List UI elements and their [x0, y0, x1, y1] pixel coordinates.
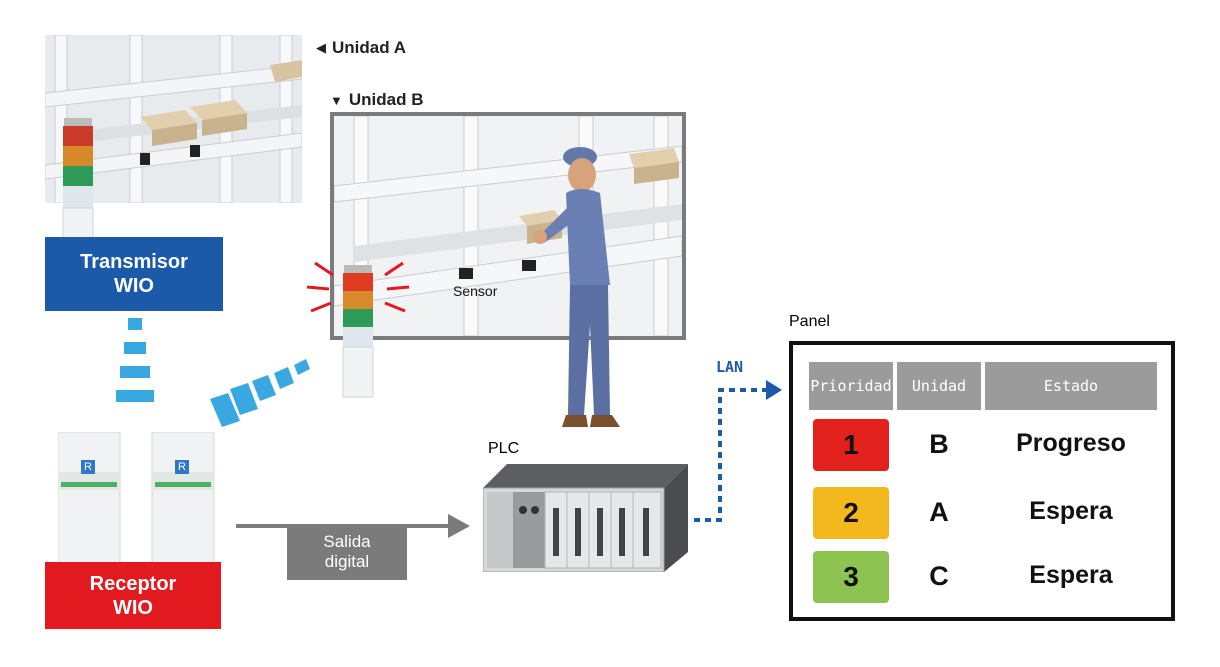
row3-unit: C — [929, 561, 949, 591]
salida-line2: digital — [324, 552, 370, 571]
priority-badge-2: 2 — [813, 487, 889, 539]
wireless-signal-diagonal-icon — [210, 359, 310, 427]
row2-unit: A — [929, 497, 949, 527]
rack-a-illustration — [45, 35, 302, 203]
wireless-signal-vertical-icon — [116, 318, 154, 402]
triangle-down-icon: ▼ — [330, 92, 343, 108]
receptor-towers — [58, 432, 215, 564]
row1-unit: B — [929, 429, 949, 459]
row1-status: Progreso — [1016, 429, 1126, 457]
lan-label: LAN — [716, 358, 744, 376]
unit-b-label: ▼ Unidad B — [330, 90, 424, 109]
plc-device — [483, 464, 688, 572]
unit-a-scene — [45, 35, 302, 203]
panel-label: Panel — [789, 313, 830, 330]
panel-display: Prioridad Unidad Estado 1 B Progreso 2 A… — [789, 341, 1175, 621]
transmisor-wio-box: Transmisor WIO — [45, 237, 223, 311]
receptor-line2: WIO — [113, 596, 153, 619]
priority-badge-3: 3 — [813, 551, 889, 603]
badge-r-right: R — [175, 460, 189, 474]
salida-digital-box: Salida digital — [287, 524, 407, 580]
lan-connection-arrow-icon — [694, 380, 782, 522]
receptor-line1: Receptor — [89, 572, 177, 595]
row3-status: Espera — [1029, 561, 1113, 589]
header-prioridad: Prioridad — [809, 362, 893, 410]
badge-r-left: R — [81, 460, 95, 474]
row2-status: Espera — [1029, 497, 1113, 525]
priority-badge-1: 1 — [813, 419, 889, 471]
worker-figure — [533, 147, 620, 427]
signal-tower-a — [62, 118, 94, 250]
triangle-left-icon: ◀ — [316, 40, 326, 55]
unit-a-label: ◀ Unidad A — [316, 38, 406, 57]
header-unidad: Unidad — [897, 362, 981, 410]
transmisor-line1: Transmisor — [80, 251, 188, 273]
receptor-wio-box: Receptor WIO — [45, 562, 221, 629]
header-estado: Estado — [985, 362, 1157, 410]
signal-tower-b — [306, 261, 410, 398]
sensor-label: Sensor — [453, 283, 498, 299]
salida-line1: Salida — [323, 532, 371, 551]
transmisor-line2: WIO — [114, 275, 154, 297]
plc-label: PLC — [488, 440, 520, 457]
